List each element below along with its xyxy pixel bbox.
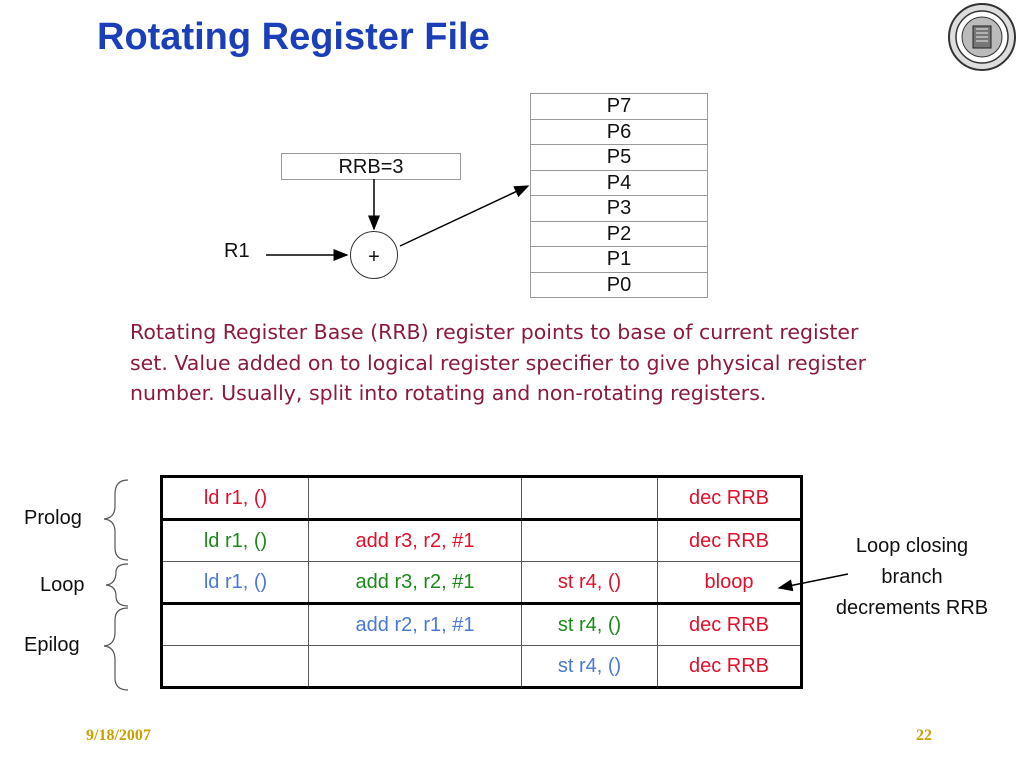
description-text: Rotating Register Base (RRB) register po…	[130, 320, 867, 405]
register-cell: P4	[530, 170, 708, 196]
register-cell: P1	[530, 247, 708, 273]
schedule-cell: dec RRB	[657, 645, 802, 689]
loop-note-line: Loop closing	[855, 535, 969, 557]
schedule-cell	[308, 476, 522, 521]
schedule-cell: dec RRB	[657, 476, 802, 521]
adder-node: +	[350, 231, 398, 279]
register-cell: P7	[530, 93, 708, 120]
schedule-cell	[308, 645, 522, 689]
schedule-cell	[521, 476, 658, 521]
schedule-cell	[161, 603, 309, 646]
schedule-cell: st r4, ()	[521, 603, 658, 646]
slide-title: Rotating Register File	[97, 16, 490, 58]
register-cell: P3	[530, 196, 708, 222]
schedule-cell: add r3, r2, #1	[308, 519, 522, 562]
schedule-cell: ld r1, ()	[161, 476, 309, 521]
adder-to-register-arrow	[399, 185, 530, 247]
epilog-brace	[103, 607, 129, 691]
loop-brace	[105, 563, 129, 607]
loop-note-line: branch	[881, 566, 943, 588]
epilog-label: Epilog	[24, 634, 80, 656]
schedule-cell: dec RRB	[657, 519, 802, 562]
footer-date: 9/18/2007	[86, 727, 151, 744]
schedule-cell: st r4, ()	[521, 561, 658, 605]
schedule-cell: st r4, ()	[521, 645, 658, 689]
footer-page-number: 22	[916, 727, 932, 744]
schedule-cell: dec RRB	[657, 603, 802, 646]
register-cell: P0	[530, 272, 708, 298]
schedule-cell	[521, 519, 658, 562]
schedule-row: ld r1, () dec RRB	[161, 476, 802, 521]
schedule-row: ld r1, ()add r3, r2, #1 dec RRB	[161, 519, 802, 562]
university-seal-logo-icon	[948, 3, 1016, 71]
register-cell: P6	[530, 119, 708, 145]
schedule-cell: ld r1, ()	[161, 519, 309, 562]
r1-label: R1	[224, 240, 250, 262]
physical-register-stack: P7 P6 P5 P4 P3 P2 P1 P0	[530, 93, 708, 298]
loop-label: Loop	[40, 574, 85, 596]
schedule-row: st r4, ()dec RRB	[161, 645, 802, 689]
schedule-cell: add r2, r1, #1	[308, 603, 522, 646]
schedule-cell: add r3, r2, #1	[308, 561, 522, 605]
schedule-cell	[161, 645, 309, 689]
loop-closing-note: Loop closing branch decrements RRB	[812, 531, 1012, 624]
register-cell: P5	[530, 145, 708, 171]
schedule-cell: bloop	[657, 561, 802, 605]
register-cell: P2	[530, 221, 708, 247]
schedule-cell: ld r1, ()	[161, 561, 309, 605]
rrb-box: RRB=3	[281, 153, 461, 180]
prolog-brace	[103, 479, 129, 561]
loop-note-line: decrements RRB	[835, 597, 989, 619]
prolog-label: Prolog	[24, 507, 82, 529]
